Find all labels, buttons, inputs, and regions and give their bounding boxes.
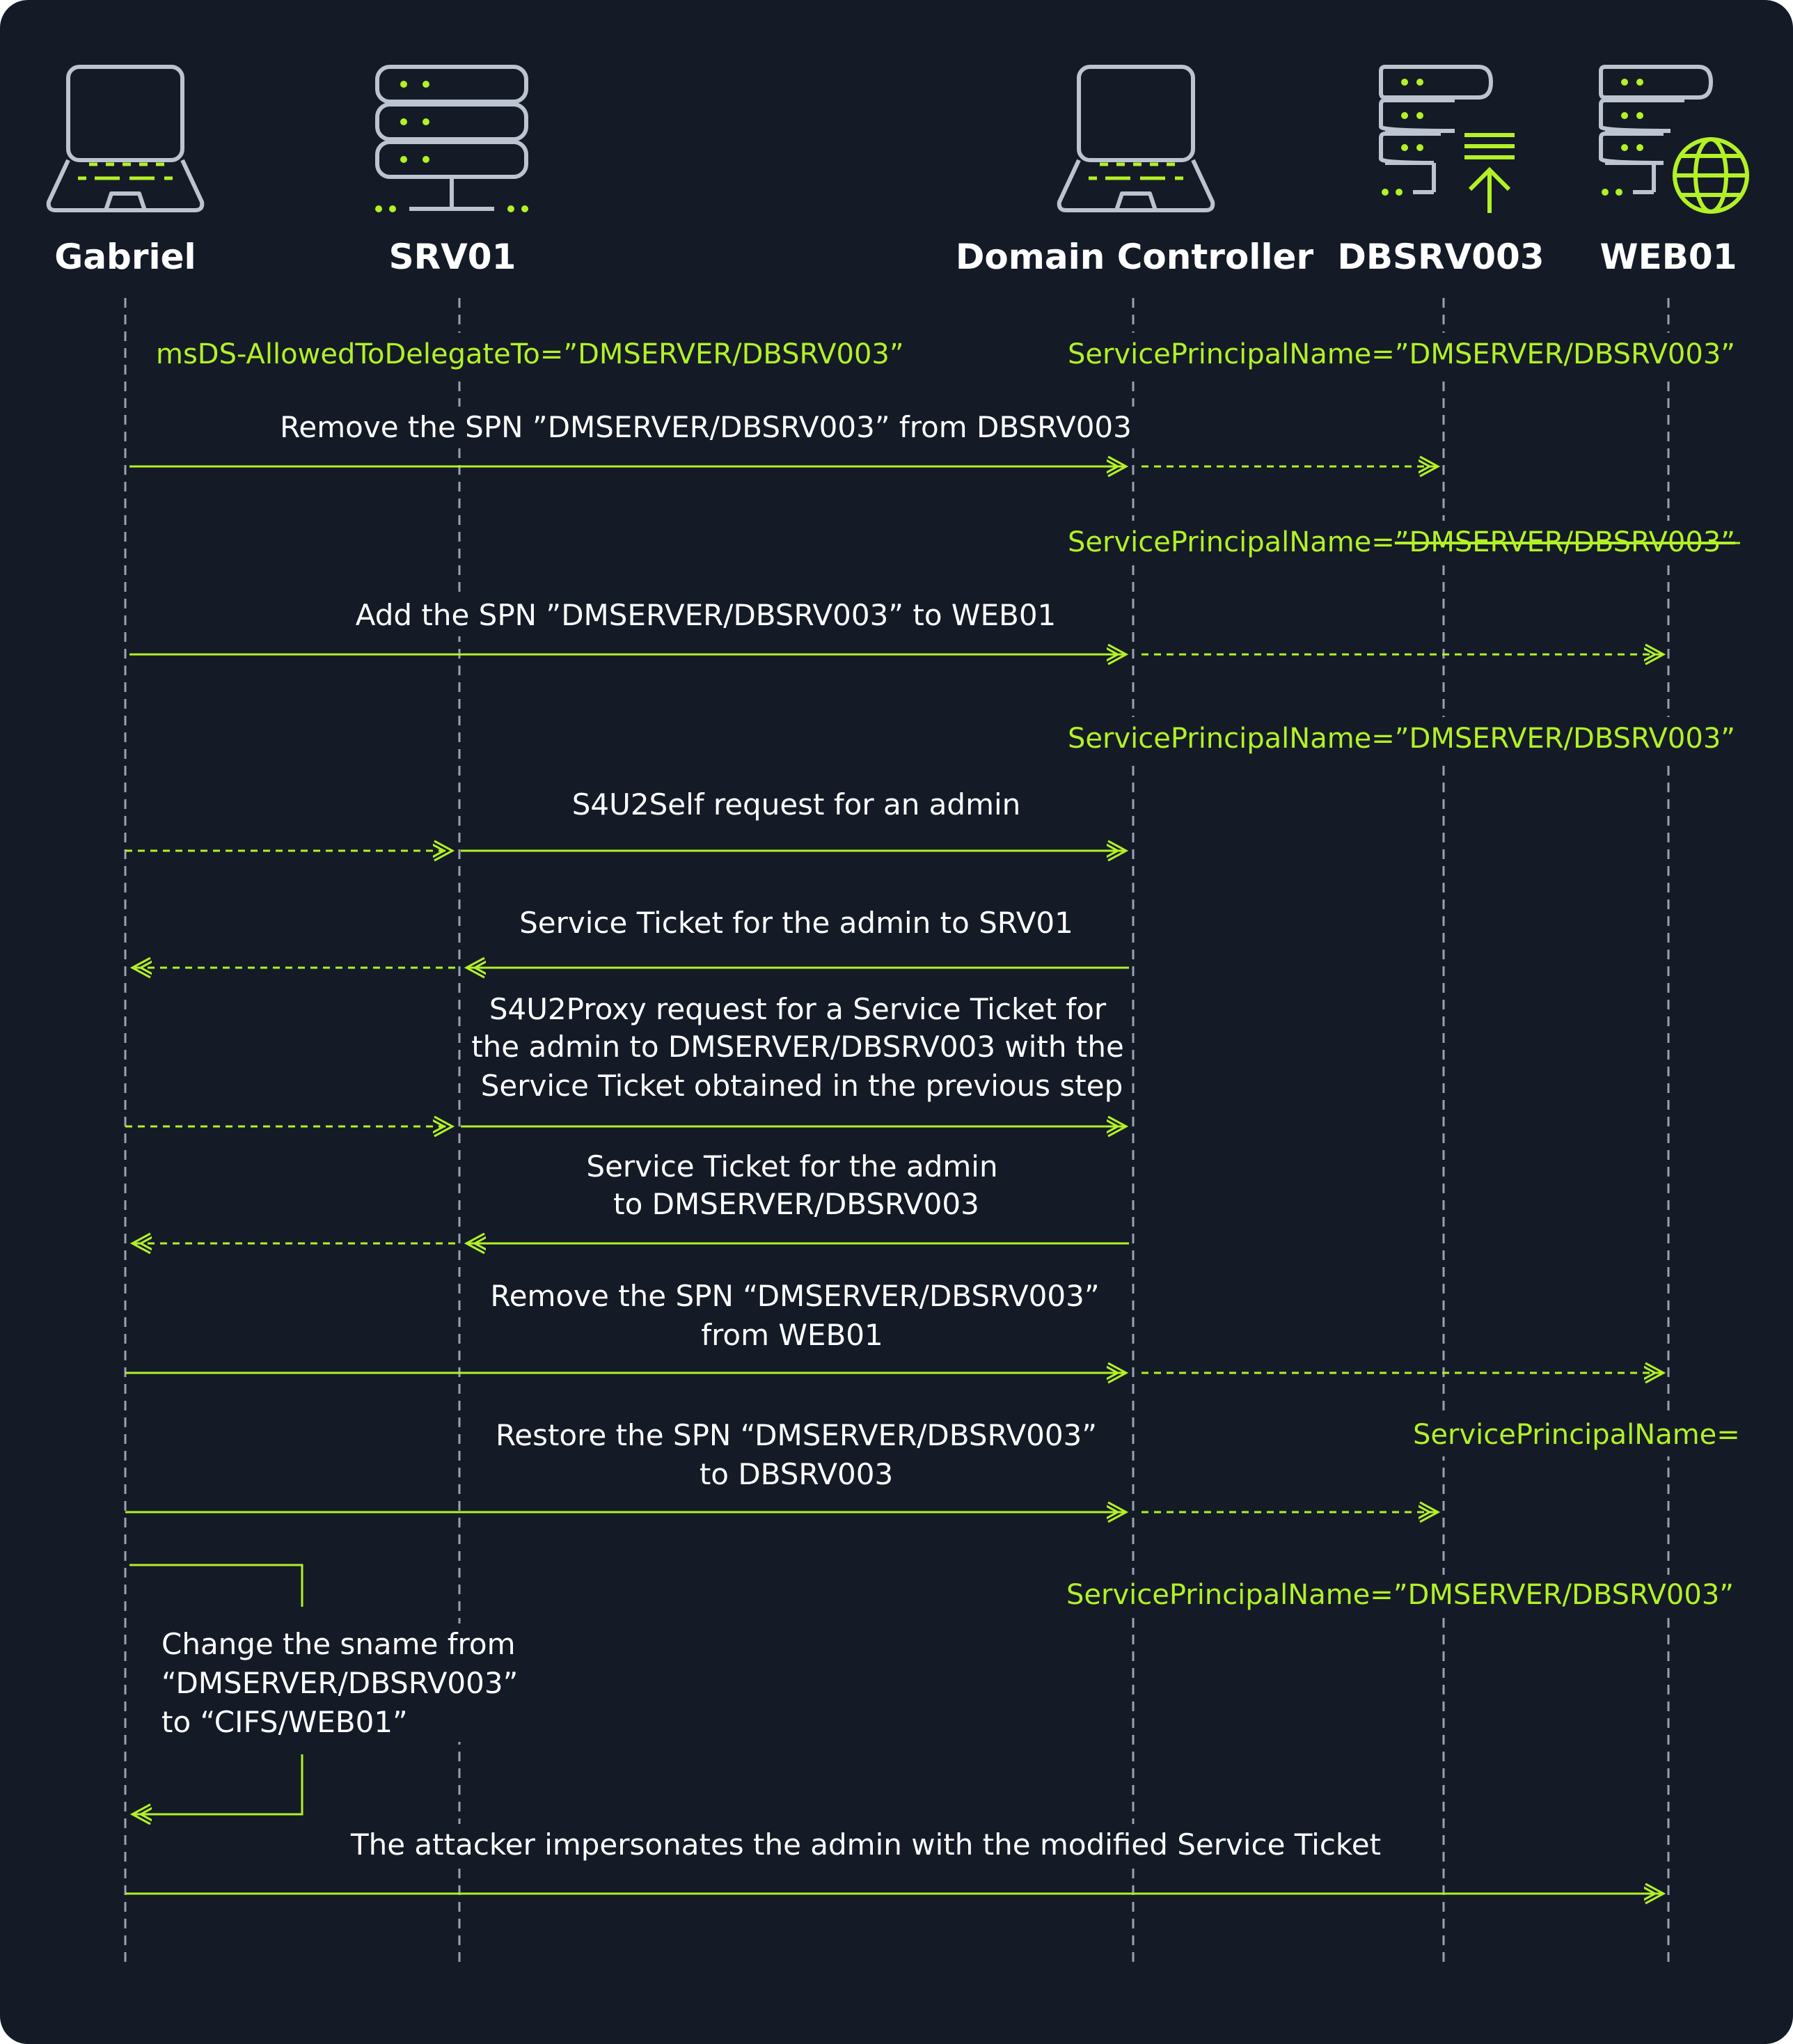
message-5-label-line-3: Service Ticket obtained in the previous … [481, 1069, 1123, 1103]
participant-domain-controller: Domain Controller [956, 237, 1314, 277]
annotation-web01-spn-cleared: ServicePrincipalName= [1413, 1419, 1740, 1451]
participant-gabriel: Gabriel [54, 237, 196, 277]
message-3-label: S4U2Self request for an admin [572, 787, 1021, 821]
annotation-dbsrv-spn-restored: ServicePrincipalName=”DMSERVER/DBSRV003” [1066, 1579, 1734, 1611]
annotation-dbsrv-spn: ServicePrincipalName=”DMSERVER/DBSRV003” [1068, 338, 1735, 370]
participant-srv01: SRV01 [389, 237, 516, 277]
message-1-label: Remove the SPN ”DMSERVER/DBSRV003” from … [280, 410, 1132, 444]
server-icon [375, 65, 528, 212]
message-6-label-line-1: Service Ticket for the admin [586, 1149, 997, 1184]
annotation-dbsrv-spn-removed-prefix: ServicePrincipalName= [1068, 526, 1395, 558]
message-8-label-line-2: to DBSRV003 [700, 1457, 893, 1491]
message-8-label-line-1: Restore the SPN “DMSERVER/DBSRV003” [496, 1418, 1097, 1452]
self-message-label-line-3: to “CIFS/WEB01” [161, 1705, 408, 1739]
message-5-label-line-2: the admin to DMSERVER/DBSRV003 with the [471, 1030, 1124, 1064]
message-2-label: Add the SPN ”DMSERVER/DBSRV003” to WEB01 [356, 598, 1057, 632]
self-message-arrow-out [129, 1564, 303, 1607]
laptop-icon [46, 65, 205, 212]
message-6-label-line-2: to DMSERVER/DBSRV003 [613, 1187, 979, 1221]
message-7-label-line-2: from WEB01 [701, 1318, 883, 1352]
self-message-label-line-1: Change the sname from [161, 1627, 516, 1661]
laptop-icon [1057, 65, 1215, 212]
message-7-label-line-1: Remove the SPN “DMSERVER/DBSRV003” [490, 1279, 1099, 1313]
self-message-arrow-back [132, 1754, 303, 1814]
web-server-globe-icon [1599, 65, 1749, 214]
self-message-label-line-2: “DMSERVER/DBSRV003” [161, 1666, 518, 1700]
message-arrows [125, 466, 1664, 1894]
annotation-delegation: msDS-AllowedToDelegateTo=”DMSERVER/DBSRV… [156, 338, 904, 370]
annotation-web01-spn: ServicePrincipalName=”DMSERVER/DBSRV003” [1068, 723, 1735, 755]
message-5-label-line-1: S4U2Proxy request for a Service Ticket f… [489, 992, 1107, 1026]
participant-web01: WEB01 [1600, 237, 1737, 277]
message-4-label: Service Ticket for the admin to SRV01 [519, 906, 1073, 940]
participant-dbsrv003: DBSRV003 [1337, 237, 1544, 277]
message-10-label: The attacker impersonates the admin with… [350, 1827, 1381, 1862]
database-server-upload-icon [1379, 65, 1515, 213]
